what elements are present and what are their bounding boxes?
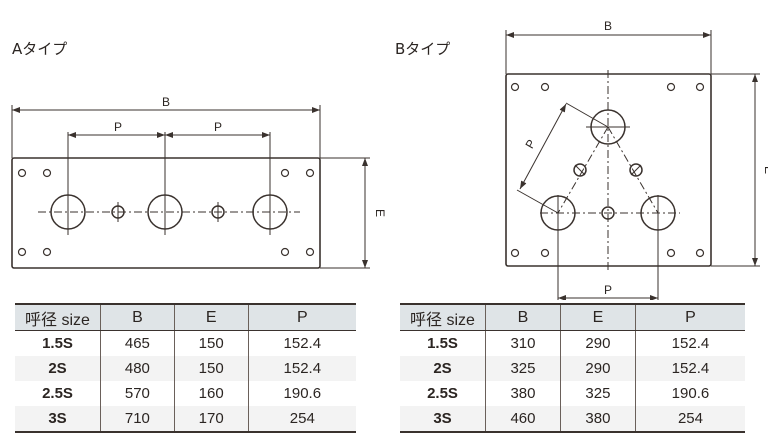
cell-e: 380 [559,406,636,433]
cell-size: 3S [15,406,101,433]
type-a-title: Aタイプ [12,40,68,58]
header-b: B [100,303,175,331]
header-size: 呼径 size [400,303,486,331]
cell-size: 1.5S [42,335,73,352]
cell-b: 460 [485,406,561,433]
cell-size: 2.5S [427,385,458,402]
header-b: B [485,303,561,331]
type-a-drawing: B P P E [11,95,387,269]
type-b-title: Bタイプ [395,40,451,58]
cell-size: 1.5S [427,335,458,352]
dim-p-label: P [114,120,122,134]
cell-e: 160 [173,381,249,406]
cell-p: 152.4 [247,330,356,356]
dim-b-label: B [604,19,612,33]
drawings: B P P E [11,19,768,300]
cell-e: 150 [173,356,249,381]
cell-b: 480 [100,356,175,381]
table-header-row: 呼径 size B E P [15,303,356,331]
header-p: P [634,303,745,331]
cell-p: 190.6 [634,381,745,406]
cell-e: 170 [173,406,249,433]
cell-b: 570 [100,381,175,406]
header-p: P [247,303,356,331]
type-a-plate [11,157,321,269]
mounting-holes [17,168,315,257]
header-size: 呼径 size [15,303,101,331]
dim-p-label: P [604,283,612,297]
dim-p-diagonal-label: P [522,137,538,151]
cell-e: 325 [559,381,636,406]
dim-e-label: E [762,166,768,174]
cell-b: 710 [100,406,175,433]
cell-size: 2S [400,356,486,381]
dim-b-label: B [162,95,170,109]
dim-p-label: P [214,120,222,134]
cell-e: 290 [559,356,636,381]
header-e: E [559,303,636,331]
mounting-holes [510,82,705,258]
cell-size: 2S [15,356,101,381]
cell-e: 150 [173,330,249,356]
cell-b: 325 [485,356,561,381]
table-header-row: 呼径 size B E P [400,303,745,331]
cell-size: 2.5S [42,385,73,402]
cell-p: 254 [634,406,745,433]
cell-p: 254 [247,406,356,433]
dim-e-label: E [373,209,387,217]
cell-p: 190.6 [247,381,356,406]
header-e: E [173,303,249,331]
cell-p: 152.4 [634,330,745,356]
cell-b: 465 [100,330,175,356]
type-b-drawing: B P P E [505,19,768,300]
cell-e: 290 [559,330,636,356]
cell-p: 152.4 [247,356,356,381]
cell-p: 152.4 [634,356,745,381]
cell-b: 380 [485,381,561,406]
cell-b: 310 [485,330,561,356]
cell-size: 3S [400,406,486,433]
